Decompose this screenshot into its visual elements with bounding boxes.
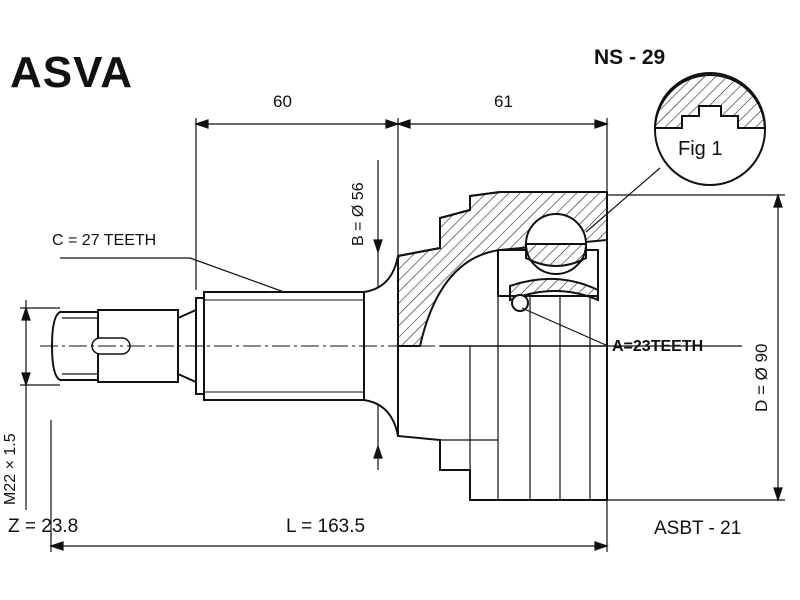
spline-outer-label: C = 27 TEETH [52,232,157,249]
shaft-diameter-label: B = Ø 56 [350,182,367,246]
ball-cage [509,213,599,312]
leader-lines [60,167,742,347]
total-length-label: L = 163.5 [286,516,366,537]
part-number: NS - 29 [594,46,666,69]
outer-diameter-dimension [607,193,785,502]
thread-dimension [20,300,60,510]
thread-label: M22 × 1.5 [2,433,19,505]
reference-code: ASBT - 21 [654,518,742,539]
top-dimension-lines [194,118,609,290]
spline-inner-label: A=23TEETH [612,338,704,355]
length-outer-label: 61 [494,92,513,111]
z-value-label: Z = 23.8 [8,516,79,537]
bottom-dimension-lines [49,420,609,552]
fig1-detail [653,72,767,186]
brand-logo: ASVA [10,48,133,97]
length-inner-label: 60 [273,92,292,111]
outer-diameter-label: D = Ø 90 [752,343,771,412]
fig1-label: Fig 1 [678,138,723,160]
